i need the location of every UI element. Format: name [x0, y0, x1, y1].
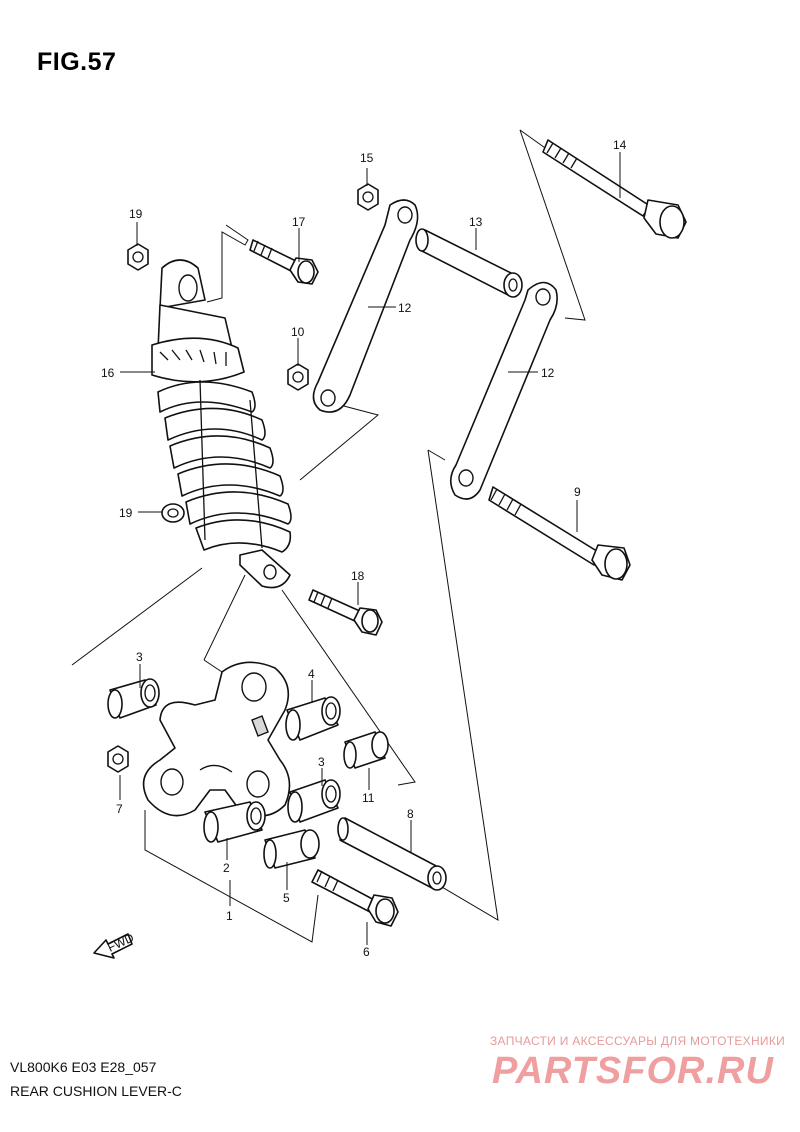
callout-19-lower: 19: [119, 506, 133, 520]
callout-4: 4: [308, 667, 315, 681]
callout-labels: 14 15 13 19 17 12 10 12 16 9 19 18 3 4 3…: [101, 138, 627, 959]
callout-1: 1: [226, 909, 233, 923]
callout-12-left: 12: [398, 301, 412, 315]
bolt-9: [488, 486, 631, 581]
watermark-logo: PARTSFOR.RU: [492, 1050, 774, 1092]
forward-arrow-icon: FWD: [93, 930, 136, 959]
callout-2: 2: [223, 861, 230, 875]
callout-18: 18: [351, 569, 365, 583]
spacer-5: [263, 829, 320, 869]
bolt-14: [542, 139, 687, 239]
bolt-17: [249, 239, 319, 285]
callout-14: 14: [613, 138, 627, 152]
watermark-tagline: ЗАПЧАСТИ И АКСЕССУАРЫ ДЛЯ МОТОТЕХНИКИ: [490, 1034, 786, 1048]
spacer-13: [415, 228, 523, 298]
assembly-outline-lines: [71, 129, 586, 943]
callout-5: 5: [283, 891, 290, 905]
bushing-4: [285, 696, 341, 741]
callout-12-right: 12: [541, 366, 555, 380]
bearing-2: [203, 801, 266, 843]
callout-10: 10: [291, 325, 305, 339]
bearing-3-lower: [287, 779, 341, 823]
bolt-6: [311, 869, 399, 927]
forward-arrow-label: FWD: [105, 930, 136, 954]
cushion-rod-12-left: [312, 199, 419, 413]
cushion-lever-1: [142, 661, 291, 817]
washer-19-upper: [127, 243, 149, 271]
callout-19-upper: 19: [129, 207, 143, 221]
bolt-18: [308, 589, 383, 636]
footer-model-code: VL800K6 E03 E28_057: [10, 1059, 157, 1075]
bearing-3-upper: [107, 678, 160, 719]
callout-16: 16: [101, 366, 115, 380]
nut-10: [287, 363, 309, 391]
callout-11: 11: [362, 791, 375, 805]
callout-8: 8: [407, 807, 414, 821]
callout-9: 9: [574, 485, 581, 499]
spacer-11: [343, 731, 389, 769]
callout-13: 13: [469, 215, 483, 229]
callout-leaders: [119, 152, 621, 945]
spacer-8: [337, 817, 447, 891]
washer-19-lower: [161, 503, 185, 523]
callout-17: 17: [292, 215, 306, 229]
nut-15: [357, 183, 379, 211]
shock-absorber-16: [151, 259, 292, 589]
callout-3-lower: 3: [318, 755, 325, 769]
footer-section-name: REAR CUSHION LEVER-C: [10, 1083, 182, 1099]
callout-6: 6: [363, 945, 370, 959]
callout-15: 15: [360, 151, 374, 165]
figure-title: FIG.57: [37, 48, 117, 76]
nut-7: [107, 745, 129, 773]
cushion-rod-12-right: [449, 281, 558, 500]
callout-3-upper: 3: [136, 650, 143, 664]
callout-7: 7: [116, 802, 123, 816]
